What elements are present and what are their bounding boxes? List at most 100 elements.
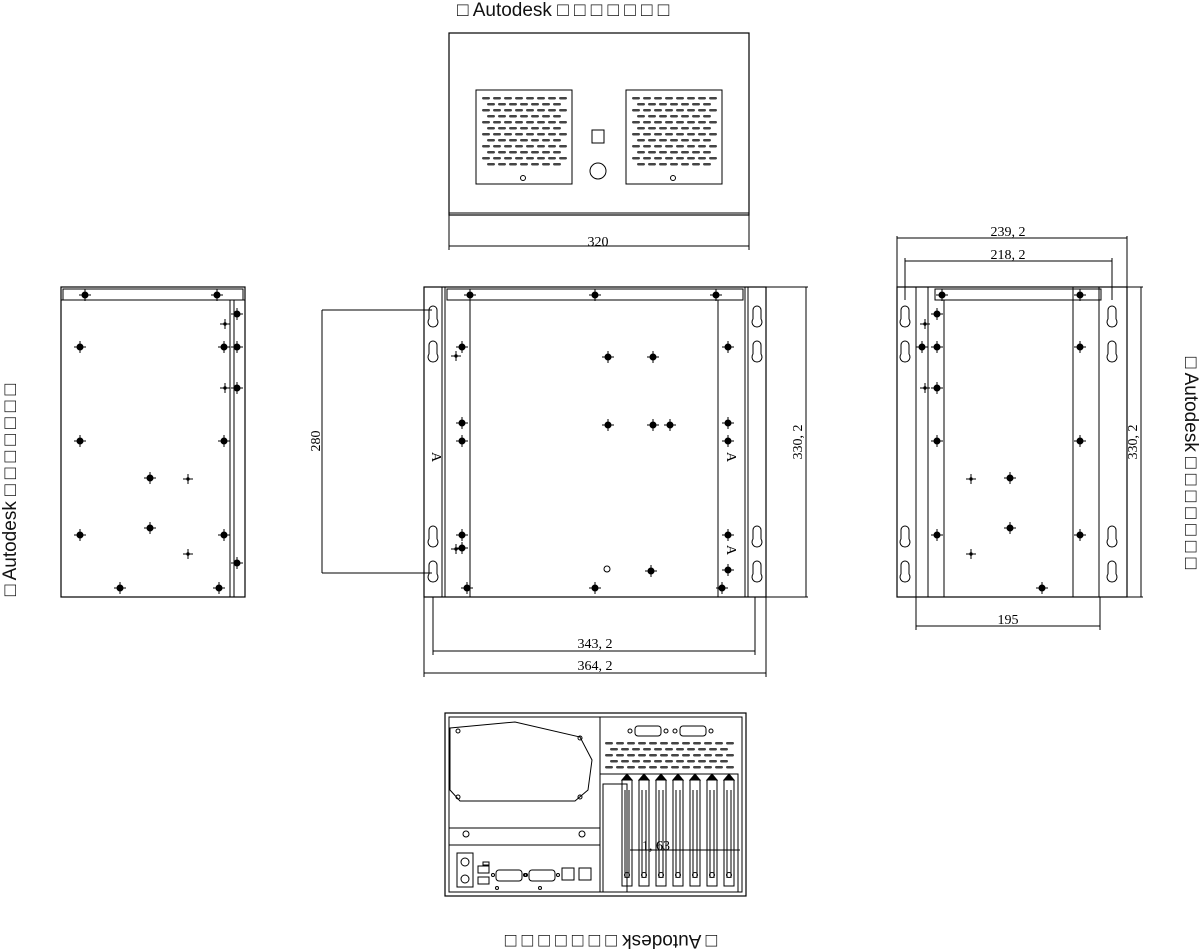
rail-letter-left-1: A (428, 452, 443, 463)
vent-slot (559, 145, 567, 148)
serial-port-top-1 (627, 725, 669, 737)
vent-slot (605, 742, 613, 745)
right-vent-slots (632, 97, 717, 166)
expansion-slot-tab (637, 773, 651, 781)
vent-slot (487, 151, 495, 154)
expansion-slot-bracket (689, 779, 701, 887)
vent-slot (676, 109, 684, 112)
vent-slot (548, 133, 556, 136)
vent-slot (548, 157, 556, 160)
vent-slot (542, 163, 550, 166)
vent-slot (531, 151, 539, 154)
vent-slot (638, 754, 646, 757)
keyhole-slot (427, 525, 439, 548)
expansion-slot-screw (692, 872, 698, 878)
vent-slot (709, 145, 717, 148)
vent-slot (643, 157, 651, 160)
vent-slot (553, 127, 561, 130)
vent-slot (654, 109, 662, 112)
vent-slot (559, 157, 567, 160)
keyhole-slot (899, 305, 911, 328)
vent-slot (542, 127, 550, 130)
vent-slot (637, 139, 645, 142)
vent-slot (676, 748, 684, 751)
vent-slot (482, 145, 490, 148)
vent-slot (493, 133, 501, 136)
vent-slot (659, 163, 667, 166)
vent-slot (698, 748, 706, 751)
vent-slot (682, 742, 690, 745)
vent-slot (627, 766, 635, 769)
dim-side-bottom-width: 195 (998, 613, 1019, 628)
vent-slot (531, 103, 539, 106)
vent-slot (709, 97, 717, 100)
vent-slot (515, 121, 523, 124)
watermark-top: □ Autodesk □ □ □ □ □ □ □ (457, 0, 669, 22)
expansion-slot-tab (722, 773, 736, 781)
vent-slot (520, 163, 528, 166)
lan-port-2 (578, 867, 592, 881)
right-mount-holes (916, 289, 1086, 594)
vent-slot (537, 157, 545, 160)
vent-slot (515, 109, 523, 112)
vent-slot (693, 754, 701, 757)
vent-slot (654, 145, 662, 148)
expansion-slot-tab (671, 773, 685, 781)
screw-hole (603, 565, 611, 573)
rail-letter-left-2: A (723, 452, 738, 463)
vent-slot (632, 157, 640, 160)
expansion-slot-screw (624, 872, 630, 878)
keyhole-slot (1106, 525, 1118, 548)
vent-slot (648, 163, 656, 166)
expansion-slot-bracket (638, 779, 650, 887)
keyhole-slot (427, 340, 439, 363)
vent-slot (632, 133, 640, 136)
vent-slot (687, 145, 695, 148)
vent-slot (509, 127, 517, 130)
com-port (491, 869, 527, 882)
vent-slot (487, 103, 495, 106)
vent-slot (526, 121, 534, 124)
vent-slot (632, 760, 640, 763)
expansion-slot-screw (726, 872, 732, 878)
vent-slot (632, 109, 640, 112)
vent-slot (482, 133, 490, 136)
expansion-slots (620, 773, 740, 887)
vent-slot (698, 157, 706, 160)
vent-slot (676, 760, 684, 763)
vent-slot (654, 157, 662, 160)
ps2-port-block (456, 852, 474, 888)
vent-slot (670, 115, 678, 118)
vent-slot (537, 133, 545, 136)
vent-slot (482, 97, 490, 100)
serial-port-top-2 (672, 725, 714, 737)
vent-slot (526, 97, 534, 100)
vent-slot (520, 139, 528, 142)
vent-slot (726, 766, 734, 769)
vent-slot (665, 145, 673, 148)
vent-slot (709, 109, 717, 112)
vent-slot (693, 742, 701, 745)
vent-slot (704, 742, 712, 745)
vent-slot (509, 163, 517, 166)
vent-slot (638, 742, 646, 745)
vent-slot (676, 145, 684, 148)
vent-slot (681, 115, 689, 118)
vent-slot (482, 157, 490, 160)
expansion-slot-bracket (706, 779, 718, 887)
vent-slot (643, 748, 651, 751)
vent-slot (638, 766, 646, 769)
keyhole-slot (751, 560, 763, 583)
vent-slot (671, 754, 679, 757)
vent-slot (703, 115, 711, 118)
vent-slot (720, 748, 728, 751)
expansion-slot-bracket (655, 779, 667, 887)
left-side-view (60, 286, 246, 598)
vent-slot (637, 127, 645, 130)
vent-slot (654, 760, 662, 763)
vent-slot (687, 748, 695, 751)
vent-slot (681, 151, 689, 154)
vent-slot (698, 133, 706, 136)
vent-slot (709, 133, 717, 136)
vent-slot (682, 766, 690, 769)
